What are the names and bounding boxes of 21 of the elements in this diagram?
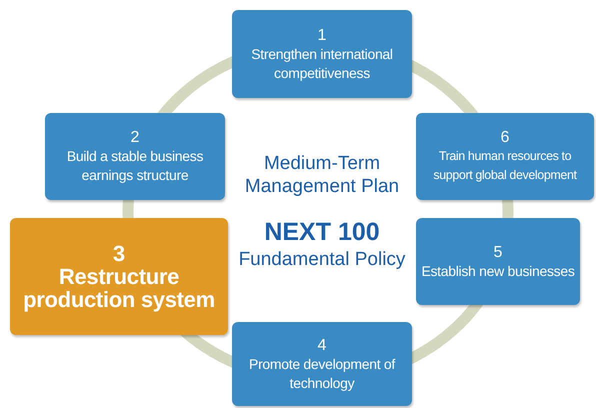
policy-number: 5 [494, 242, 502, 262]
plan-title: Medium-Term Management Plan [244, 152, 400, 198]
policy-box [416, 113, 594, 200]
policy-number: 4 [318, 336, 326, 354]
policy-box [416, 218, 580, 305]
policy-text: Establish new businesses [421, 262, 575, 280]
policy-text: Restructure production system [22, 265, 216, 311]
policy-box [45, 113, 225, 200]
policy-text: Train human resources to support global development [432, 148, 578, 184]
policy-text: Strengthen international competitiveness [250, 44, 394, 82]
policy-number: 3 [112, 242, 126, 265]
policy-box [232, 10, 412, 98]
policy-text: Build a stable business earnings structure [66, 147, 204, 185]
policy-number: 2 [130, 128, 140, 147]
plan-name: NEXT 100 [263, 218, 381, 246]
policy-number: 1 [318, 26, 326, 44]
highlighted-policy-box [10, 218, 228, 335]
policy-text: Promote development of technology [248, 354, 396, 392]
policy-box [232, 322, 412, 406]
plan-title: Fundamental Policy [238, 248, 406, 271]
policy-number: 6 [500, 128, 510, 147]
